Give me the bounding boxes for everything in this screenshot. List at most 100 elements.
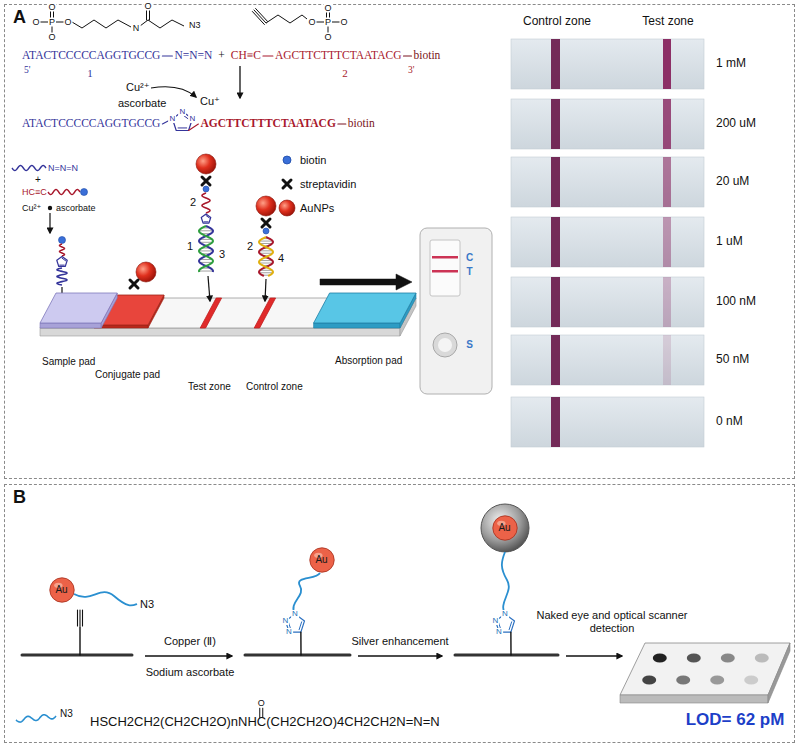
gold-nanoparticle [196,154,216,174]
atom-label: N3 [188,21,202,30]
azide-group: N=N=N [174,49,212,62]
dna-strand [259,237,273,276]
dna-strand [12,166,46,171]
bond-line [146,10,147,20]
linker-stalk [510,632,512,655]
dna-sequence: AGCTTCTTTCTAATACG [275,49,402,62]
atom-label: O [307,18,316,27]
control-line [432,256,458,259]
atom-label: O [31,18,40,27]
reagent-label: Cu²⁺ [126,81,150,94]
ring-atom-label: N [169,115,177,123]
dot [48,206,52,210]
atom-label: N [132,24,141,33]
dna-strand [199,226,213,272]
dna-strand [60,244,65,256]
linker-structure [40,10,184,33]
base-pair [199,250,213,251]
concentration-label: 50 nM [716,353,749,367]
control-line [254,298,275,328]
pad-label: Control zone [246,381,303,393]
particle-label: Au [55,584,67,596]
surface [22,654,132,657]
pad-label: Test zone [188,381,231,393]
gold-particle: Au [309,547,335,573]
step-label: Sodium ascorbate [146,666,235,679]
test-line [200,298,221,328]
test-line [663,39,671,89]
concentration-label: 200 uM [716,117,756,131]
arrow [145,655,232,656]
streptavidin-symbol [202,177,210,185]
test-line [663,335,671,385]
concentration-label: 0 nM [716,415,743,429]
dash-bond [263,55,273,56]
peg-chain [293,573,320,614]
detection-spot [687,654,701,663]
detection-spot [755,654,769,663]
absorption-pad [314,323,400,328]
formula-text: (CH2CH2O)4CH2CH2N=N=N [266,715,439,730]
streptavidin-symbol [262,219,270,227]
double-bond [206,216,209,218]
test-line [663,277,671,327]
sample-pad [40,293,117,323]
detection-spot [653,654,667,663]
ring-atom-label: N [495,628,503,636]
sample-pad [40,323,101,328]
azide-label: N3 [140,598,154,611]
formula-text: HSCH2CH2(CH2CH2O)nNHC [90,715,266,730]
atom-label: O [47,3,56,12]
strand-number: 2 [189,197,197,208]
strand-number: 1 [87,67,93,80]
base-pair [199,271,213,272]
test-line [432,270,458,273]
curved-arrow [151,87,196,97]
double-bond [299,622,302,630]
test-line [663,157,671,207]
strip-photo [511,217,704,267]
arrow [358,655,442,656]
surface [245,654,350,657]
arrow [566,655,622,656]
dash-bond [404,55,412,56]
pad-label: Absorption pad [335,355,402,367]
atom-label: O [339,18,348,27]
zone-mark: T [466,266,472,278]
ring-atom-label: N [285,628,293,636]
alkyne-group: HC≡C [22,187,47,197]
strip-photo [511,157,704,207]
ring-atom-label: N [189,115,197,123]
control-line [551,335,560,385]
streptavidin-symbol [283,180,291,188]
alkyne-bond [256,9,268,22]
bond-line [189,124,199,130]
biotin-label: biotin [348,117,375,130]
control-line [551,397,560,447]
biotin-label: biotin [414,49,441,62]
detection-spot [642,676,656,685]
gold-particle: Au [492,515,518,541]
absorption-pad [314,293,416,323]
streptavidin-symbol [262,219,270,227]
zone-mark: S [466,339,473,351]
strand-number: 3 [218,249,226,260]
arrow [49,213,50,233]
reagent-label: Cu²⁺ [22,203,41,213]
measured-bonds [162,56,411,718]
control-line [551,277,560,327]
gold-nanoparticle [256,196,276,216]
linker-stalk [300,632,302,655]
column-header: Test zone [642,15,693,29]
atom-label: P [324,18,332,27]
strip-photo [511,99,704,149]
illustration [12,9,790,723]
streptavidin-symbol [130,280,138,288]
atom-label: O [323,4,332,13]
detection-spot [744,676,758,685]
atom-label: P [48,18,56,27]
panel-letter: A [13,7,26,28]
cassette-window [430,240,460,296]
double-bond [178,127,187,128]
